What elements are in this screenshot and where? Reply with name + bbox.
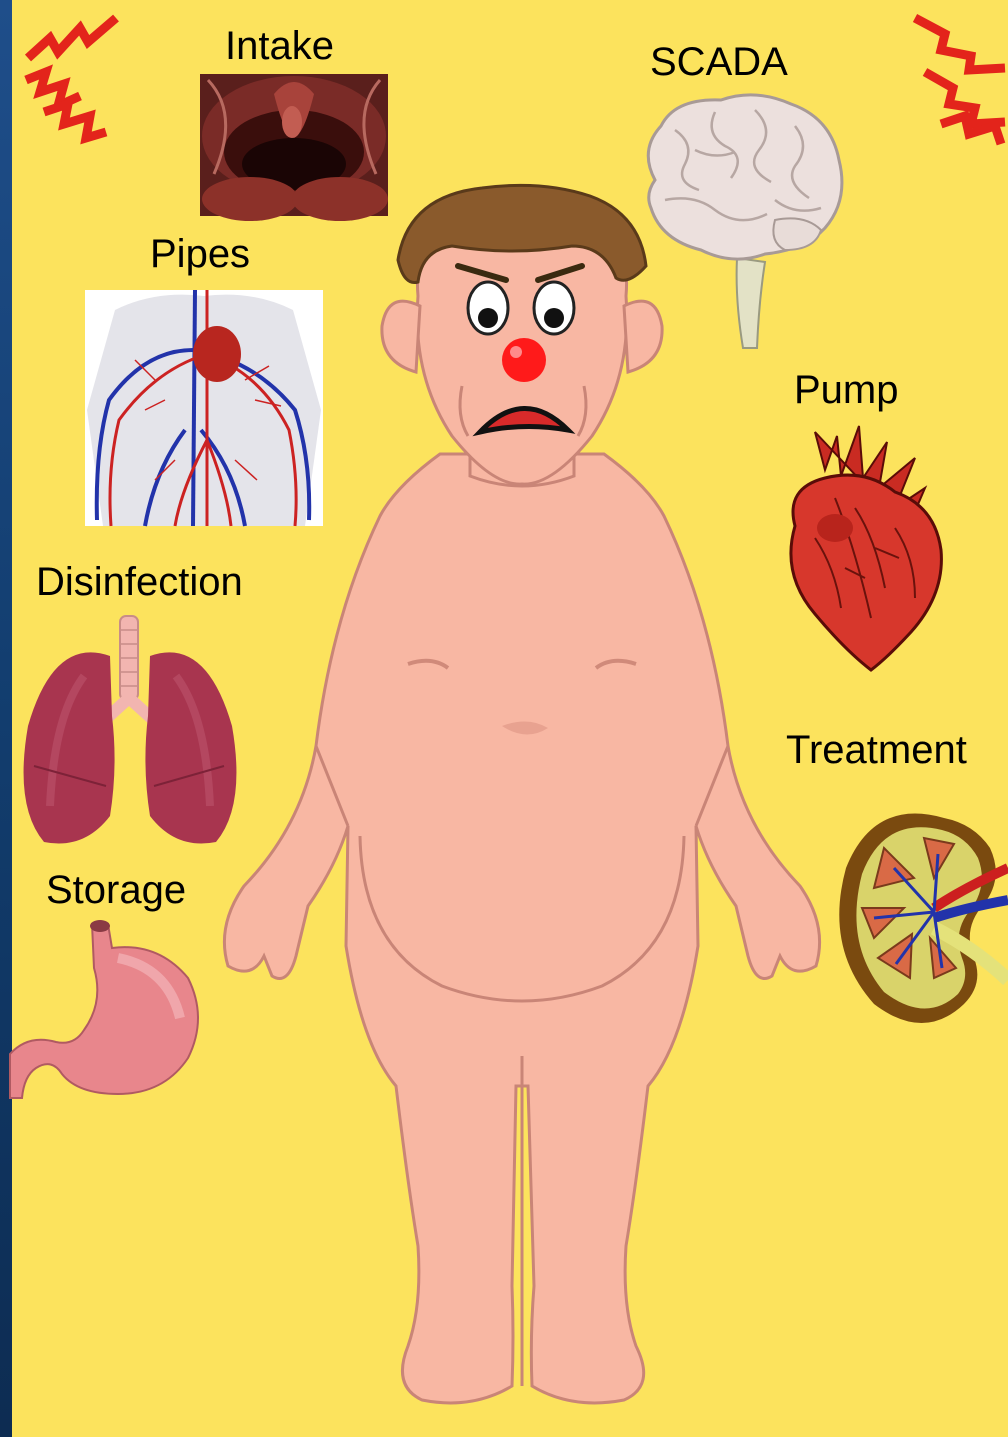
kidney-image xyxy=(834,808,1008,1026)
lightning-zigzag-icon xyxy=(18,8,138,153)
stomach-image xyxy=(8,918,204,1098)
cartoon-man-figure xyxy=(212,186,832,1414)
lightning-zigzag-icon xyxy=(905,4,1008,154)
scada-label: SCADA xyxy=(650,42,788,82)
intake-label: Intake xyxy=(225,26,334,66)
left-edge-strip xyxy=(0,0,12,1437)
storage-label: Storage xyxy=(46,870,186,910)
